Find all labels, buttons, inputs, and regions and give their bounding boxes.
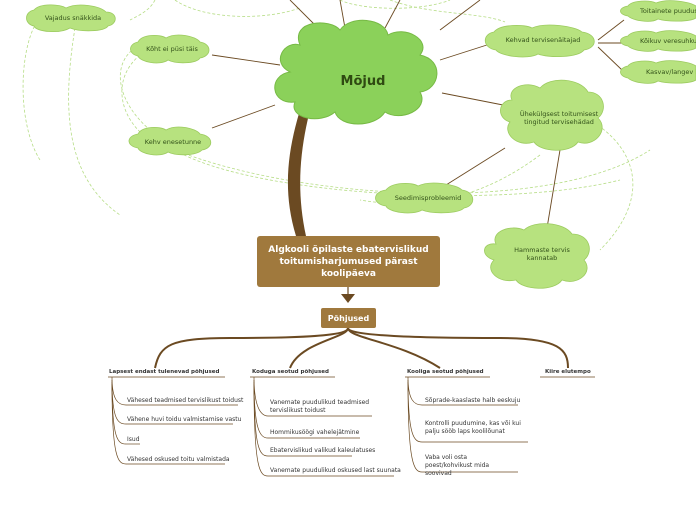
cloud-kehvad bbox=[484, 24, 595, 58]
central-topic: Algkooli õpilaste ebatervislikud toitumi… bbox=[257, 236, 440, 287]
cloud-kehv bbox=[128, 126, 212, 156]
effect-kyht: Kõht ei püsi täis bbox=[146, 45, 198, 53]
effect-uhekulgsest: Ühekülgsest toitumisest tingitud tervise… bbox=[519, 110, 599, 126]
effect-seedimis: Seedimisprobleemid bbox=[394, 194, 462, 202]
cause-item: Vaba voli osta poest/kohvikust mida soov… bbox=[425, 454, 490, 477]
effect-kasvav: Kasvav/langev kaal bbox=[646, 68, 696, 76]
cause-item: Vähesed teadmised tervislikust toidust bbox=[127, 397, 244, 404]
cause-group-header: Lapsest endast tulenevad põhjused bbox=[109, 369, 220, 375]
cause-group-header: Kooliga seotud põhjused bbox=[407, 369, 484, 375]
effect-kehvad: Kehvad tervisenäitajad bbox=[505, 36, 581, 44]
cause-group-header: Kiire elutempo bbox=[545, 369, 591, 375]
cloud-kasvav bbox=[620, 60, 696, 84]
causes-title: Põhjused bbox=[321, 308, 376, 328]
cloud-kolkuv bbox=[620, 30, 696, 52]
effect-hammaste: Hammaste tervis kannatab bbox=[514, 246, 570, 262]
cause-item: Kontrolli puudumine, kas või kui palju s… bbox=[425, 420, 521, 435]
effect-vajadus: Vajadus snäkkida bbox=[44, 14, 102, 22]
effects-title: Mõjud bbox=[340, 74, 386, 89]
effect-toitained: Toitainete puudus bbox=[640, 7, 696, 15]
effect-kolkuv: Kõikuv veresuhkur bbox=[640, 37, 696, 45]
cause-item: Ebatervislikud valikud kaleulatuses bbox=[270, 447, 376, 454]
cause-item: Sõprade-kaaslaste halb eeskuju bbox=[425, 397, 521, 404]
cloud-kyht bbox=[130, 34, 210, 64]
down-arrow bbox=[341, 287, 355, 303]
cause-brace bbox=[154, 327, 569, 369]
cause-item: Vanemate puudulikud teadmised tervisliku… bbox=[270, 399, 370, 414]
effect-arrows bbox=[211, 0, 625, 229]
item-connectors bbox=[111, 376, 528, 477]
cause-item: Vanemate puudulikud oskused last suunata bbox=[270, 467, 401, 474]
cause-group-header: Koduga seotud põhjused bbox=[252, 369, 329, 375]
effect-kehv: Kehv enesetunne bbox=[144, 138, 202, 146]
tree-trunk bbox=[287, 110, 310, 236]
cloud-seedimis bbox=[375, 182, 474, 214]
cause-item: Hommikusöögi vahelejätmine bbox=[270, 429, 360, 436]
cloud-toitained bbox=[620, 0, 696, 22]
cause-item: Isud bbox=[127, 436, 140, 443]
cloud-vajadus bbox=[26, 4, 116, 32]
effects-cloud bbox=[274, 19, 438, 125]
cause-item: Vähene huvi toidu valmistamise vastu bbox=[127, 416, 242, 423]
cloud-uhekulgsest bbox=[500, 79, 604, 151]
cause-item: Vähesed oskused toitu valmistada bbox=[127, 456, 230, 463]
cloud-hammaste bbox=[484, 223, 590, 289]
